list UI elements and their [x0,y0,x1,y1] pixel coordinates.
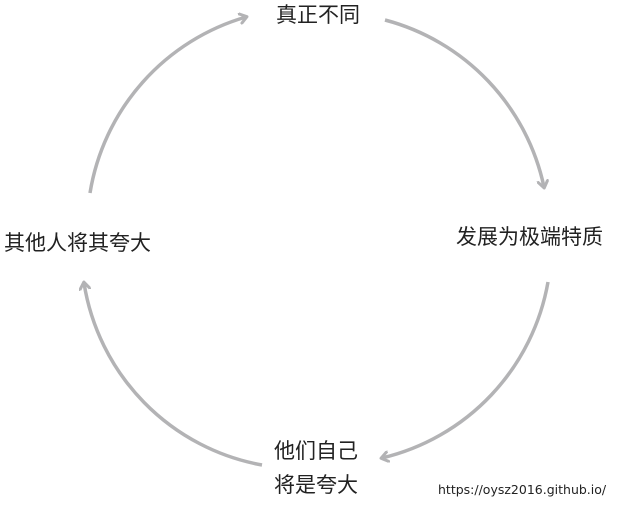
node-they-exaggerate: 他们自己 将是夸大 [274,434,358,502]
node-bottom-line-2: 将是夸大 [274,473,358,497]
node-others-exaggerate: 其他人将其夸大 [4,231,151,255]
node-bottom-line-1: 他们自己 [274,439,358,463]
arrow-top-to-right [384,18,544,187]
node-truly-different: 真正不同 [276,3,360,27]
node-develop-extreme-traits: 发展为极端特质 [456,225,603,249]
watermark-url: https://oysz2016.github.io/ [438,482,607,497]
arrow-bottom-to-left [84,283,263,467]
arrow-right-to-bottom [382,281,550,458]
arrow-left-to-top [88,17,246,194]
